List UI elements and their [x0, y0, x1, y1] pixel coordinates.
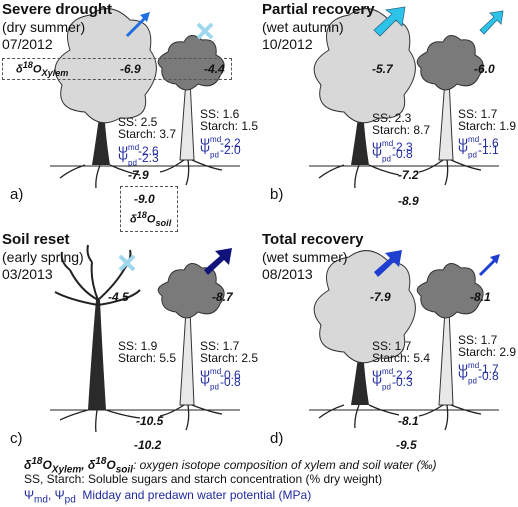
panel-c-cross-icon	[118, 254, 136, 272]
panel-a-trend-arrow	[125, 12, 150, 38]
panel-a-pine-tree	[157, 35, 225, 186]
panel-d-soil-deep: -9.5	[396, 438, 417, 452]
panel-b-oak-ss: SS: 2.3	[372, 111, 412, 125]
panel-b-trend-arrow-oak	[373, 6, 406, 37]
panel-c-pine-psi-md: Ψmd-0.6	[200, 367, 241, 382]
legend-sugars: SS, Starch: Soluble sugars and starch co…	[24, 472, 383, 486]
panel-d-date: 08/2013	[262, 266, 313, 282]
panel-d-xylem-oak: -7.9	[370, 290, 391, 304]
panel-a-subtitle: (dry summer)	[2, 19, 86, 35]
panel-d-oak-psi-md: Ψmd-2.2	[372, 367, 413, 382]
panel-a-date: 07/2012	[2, 36, 53, 52]
panel-a-title: Severe drought	[2, 1, 113, 18]
panel-d-pine-starch: Starch: 2.9	[458, 345, 517, 359]
panel-d-trend-arrow-oak	[374, 250, 402, 277]
panel-a-pine-ss: SS: 1.6	[200, 107, 240, 121]
panel-b-date: 10/2012	[262, 36, 313, 52]
panel-a-oak-psi-pd: Ψpd-2.3	[118, 151, 159, 168]
panel-c-pine-psi-pd: Ψpd-0.8	[200, 375, 241, 392]
panel-a-cross-icon	[196, 22, 214, 40]
panel-b-oak-psi-pd: Ψpd-0.8	[372, 147, 413, 164]
panel-c-xylem-oak: -4.5	[108, 290, 129, 304]
panel-b-oak-psi-md: Ψmd-2.3	[372, 139, 413, 154]
panel-c-letter: c)	[10, 430, 23, 447]
panel-a-oak-ss: SS: 2.5	[118, 115, 158, 129]
panel-d-pine-psi-md: Ψmd-1.7	[458, 361, 499, 376]
panel-c-date: 03/2013	[2, 266, 53, 282]
panel-b-title: Partial recovery	[262, 1, 375, 18]
panel-c-subtitle: (early spring)	[2, 249, 84, 265]
panel-c-title: Soil reset	[2, 231, 70, 248]
panel-b-soil-shallow: -7.2	[398, 168, 419, 182]
panel-d-pine-tree	[416, 263, 484, 431]
panel-a-pine-psi-pd: Ψpd-2.0	[200, 143, 241, 160]
soil-label: δ18Osoil	[130, 210, 172, 228]
panel-a-oak-tree	[54, 8, 157, 189]
panel-d-soil-shallow: -8.1	[398, 414, 419, 428]
panel-c-trend-arrow	[204, 248, 232, 275]
panel-c-pine-starch: Starch: 2.5	[200, 351, 259, 365]
panel-a-letter: a)	[10, 186, 24, 203]
panel-d-oak-ss: SS: 1.7	[372, 339, 412, 353]
panel-c-oak-tree-bare	[54, 244, 141, 433]
panel-d-oak-tree	[313, 250, 416, 429]
panel-d-trend-arrow-pine	[478, 254, 500, 277]
panel-b-pine-starch: Starch: 1.9	[458, 119, 517, 133]
panel-a-oak-starch: Starch: 3.7	[118, 127, 177, 141]
panel-a-soil-deep: -9.0	[134, 192, 155, 206]
panel-d-subtitle: (wet summer)	[262, 249, 348, 265]
panel-b-xylem-pine: -6.0	[474, 62, 495, 76]
panel-b-oak-starch: Starch: 8.7	[372, 123, 431, 137]
panel-d-oak-psi-pd: Ψpd-0.3	[372, 375, 413, 392]
panel-a-xylem-pine: -4.4	[204, 62, 225, 76]
panel-b-pine-psi-md: Ψmd-1.6	[458, 135, 499, 150]
panel-d-oak-starch: Starch: 5.4	[372, 351, 431, 365]
panel-b-pine-ss: SS: 1.7	[458, 107, 498, 121]
xylem-label: δ18OXylem	[16, 60, 69, 78]
panel-d-title: Total recovery	[262, 231, 364, 248]
panel-a-oak-psi-md: Ψmd-2.6	[118, 143, 159, 158]
panel-b-oak-tree	[313, 8, 416, 189]
panel-a-pine-psi-md: Ψmd-2.2	[200, 135, 241, 150]
soil-callout-box	[120, 186, 178, 232]
panel-b-soil-deep: -8.9	[398, 194, 419, 208]
panel-c-pine-tree	[157, 263, 225, 431]
panel-c-oak-ss: SS: 1.9	[118, 339, 158, 353]
panel-b-trend-arrow-pine	[479, 10, 504, 35]
panel-b-subtitle: (wet autumn)	[262, 19, 344, 35]
panel-c-oak-starch: Starch: 5.5	[118, 351, 177, 365]
panel-b-pine-psi-pd: Ψpd-1.1	[458, 143, 499, 160]
legend-water-potential: Ψmd, Ψpd Midday and predawn water potent…	[24, 488, 312, 506]
xylem-callout-box	[2, 58, 232, 80]
panel-c-pine-ss: SS: 1.7	[200, 339, 240, 353]
panel-b-pine-tree	[416, 35, 484, 186]
panel-a-pine-starch: Starch: 1.5	[200, 119, 259, 133]
panel-d-pine-psi-pd: Ψpd-0.8	[458, 369, 499, 386]
panel-d-letter: d)	[270, 430, 284, 447]
panel-c-soil-deep: -10.2	[134, 438, 162, 452]
panel-b-xylem-oak: -5.7	[372, 62, 393, 76]
legend-isotope: δ18OXylem, δ18Osoil: oxygen isotope comp…	[24, 456, 437, 476]
panel-a-soil-shallow: -7.9	[128, 168, 149, 182]
panel-d-xylem-pine: -8.1	[470, 290, 491, 304]
panel-a-xylem-oak: -6.9	[120, 62, 141, 76]
panel-c-xylem-pine: -8.7	[212, 290, 233, 304]
panel-c-soil-shallow: -10.5	[136, 414, 164, 428]
panel-b-letter: b)	[270, 186, 284, 203]
panel-d-pine-ss: SS: 1.7	[458, 333, 498, 347]
